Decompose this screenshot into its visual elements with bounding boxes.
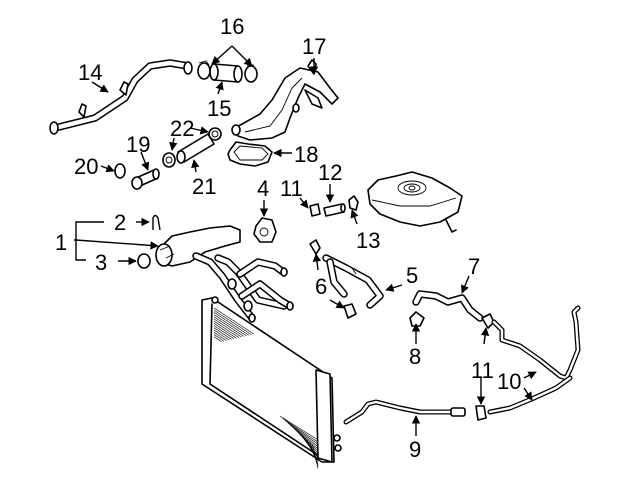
callout-20: 20 — [74, 154, 98, 179]
callout-2: 2 — [114, 210, 126, 235]
pipe-fitting-19[interactable] — [131, 168, 160, 190]
radiator-fin — [213, 316, 245, 337]
clamp-6-upper[interactable] — [309, 239, 321, 255]
radiator-fin — [213, 331, 227, 341]
callout-labels: 1 2 3 4 5 6 7 8 9 10 11 11 12 13 14 15 1… — [55, 14, 521, 462]
coolant-lines-10[interactable] — [487, 305, 581, 415]
radiator-fin — [213, 327, 232, 340]
hose-12[interactable] — [323, 203, 346, 217]
radiator-fin — [213, 320, 240, 338]
callout-15: 15 — [207, 96, 231, 121]
coolant-hose-5[interactable] — [322, 254, 384, 309]
radiator-fin — [213, 312, 250, 336]
callout-5: 5 — [406, 263, 418, 288]
hose-clamp-16-right[interactable] — [244, 64, 258, 83]
coolant-hose-21[interactable] — [176, 133, 215, 164]
callout-19: 19 — [126, 132, 150, 157]
retaining-clip-2[interactable] — [152, 214, 161, 231]
coolant-line-9[interactable] — [343, 399, 466, 425]
o-ring-20[interactable] — [114, 163, 126, 179]
radiator-fin — [213, 318, 242, 338]
hose-clamp-16-left[interactable] — [197, 60, 211, 80]
callout-12: 12 — [318, 160, 342, 185]
callout-22: 22 — [170, 116, 194, 141]
gasket-18[interactable] — [227, 141, 273, 167]
clamp-11-upper[interactable] — [309, 203, 321, 217]
radiator-fin — [312, 444, 319, 469]
clamp-6-lower[interactable] — [343, 303, 357, 319]
radiator-fin — [287, 422, 319, 447]
callout-8: 8 — [409, 344, 421, 369]
callout-11-lower: 11 — [471, 358, 494, 383]
leader-lines — [74, 45, 537, 436]
radiator-fin — [213, 325, 235, 340]
radiator[interactable] — [201, 296, 342, 469]
radiator-fin — [213, 329, 230, 341]
connector-11-lower[interactable] — [475, 405, 487, 421]
radiator-fin — [284, 420, 319, 445]
callout-16: 16 — [220, 14, 244, 39]
coolant-hose-15[interactable] — [209, 63, 243, 83]
coolant-hose-7[interactable] — [412, 290, 484, 322]
clamp-13[interactable] — [348, 195, 359, 211]
radiator-fin — [282, 417, 319, 443]
radiator-fin — [213, 334, 225, 342]
o-ring-3[interactable] — [137, 253, 151, 269]
callout-1: 1 — [55, 230, 67, 255]
callout-11-upper: 11 — [280, 176, 303, 201]
coolant-pipe-17[interactable] — [231, 59, 339, 141]
callout-7: 7 — [468, 254, 480, 279]
callout-3: 3 — [95, 250, 107, 275]
callout-13: 13 — [356, 228, 380, 253]
radiator-fin — [213, 336, 222, 343]
callout-17: 17 — [302, 34, 326, 59]
callout-9: 9 — [409, 437, 421, 462]
callout-18: 18 — [294, 142, 318, 167]
radiator-fin — [213, 309, 252, 335]
radiator-fin — [213, 307, 255, 335]
radiator-fin — [279, 415, 319, 441]
thermostat-4[interactable] — [253, 217, 277, 243]
radiator-fin — [213, 323, 237, 339]
callout-21: 21 — [192, 174, 216, 199]
coolant-reservoir[interactable] — [367, 171, 463, 233]
callout-6: 6 — [315, 274, 327, 299]
callout-10: 10 — [497, 369, 521, 394]
callout-4: 4 — [257, 176, 269, 201]
clamp-8[interactable] — [409, 311, 425, 327]
hose-clamp-22-upper[interactable] — [208, 127, 222, 141]
coolant-pipe-14[interactable] — [49, 59, 193, 135]
water-pipe-assembly-1[interactable] — [155, 225, 294, 323]
radiator-fin — [213, 314, 247, 337]
hose-clamp-22-lower[interactable] — [162, 152, 176, 168]
radiator-fins — [213, 307, 319, 469]
callout-14: 14 — [78, 60, 102, 85]
